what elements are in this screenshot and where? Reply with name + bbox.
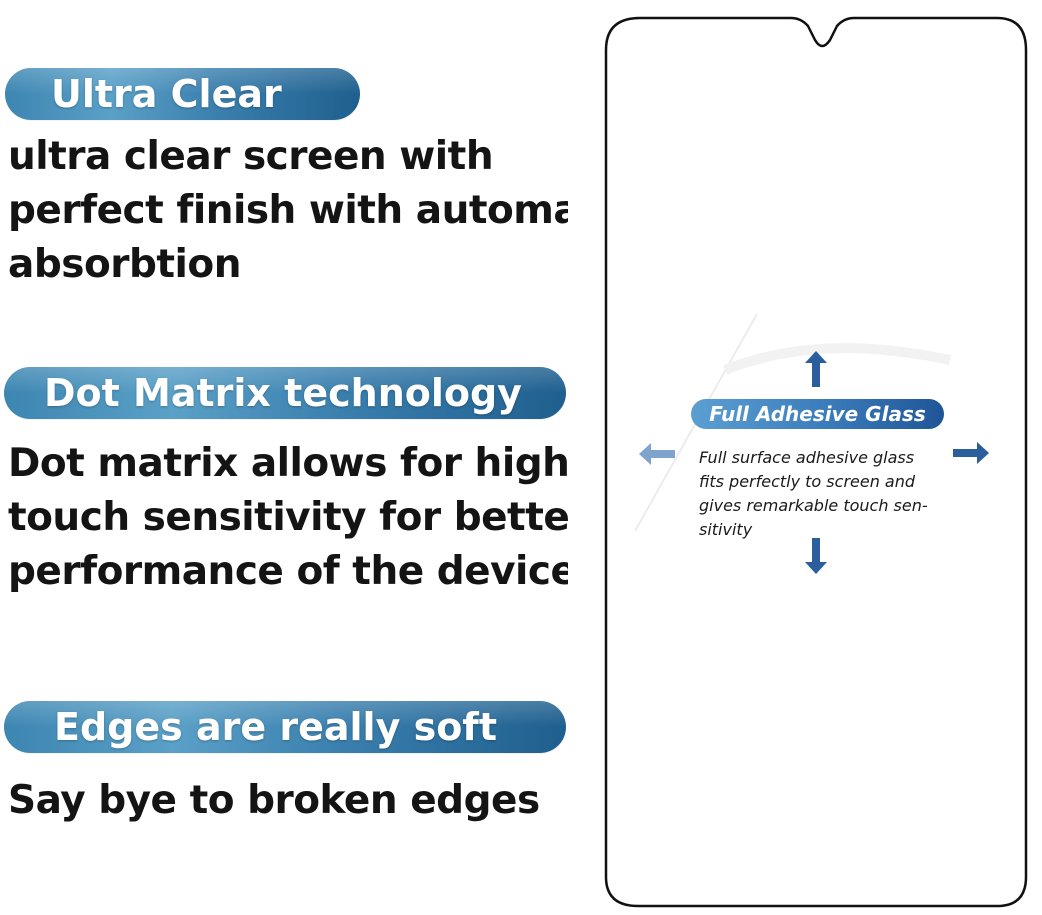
- adhesive-description: Full surface adhesive glass fits perfect…: [699, 446, 969, 542]
- description-line: fits perfectly to screen and: [699, 472, 916, 491]
- description-line: ultra clear screen with: [8, 134, 494, 179]
- arrow-left-icon: [639, 443, 675, 465]
- badge-label: Full Adhesive Glass: [709, 402, 926, 426]
- feature-title: Edges are really soft: [54, 705, 497, 749]
- feature-description: Say bye to broken edges: [8, 774, 540, 828]
- phone-body-outline: [604, 16, 1028, 908]
- description-line: gives remarkable touch sen-: [699, 496, 928, 515]
- arrow-right-icon: [953, 442, 989, 464]
- feature-description: ultra clear screen with perfect finish w…: [8, 130, 568, 292]
- description-line: sitivity: [699, 520, 753, 539]
- description-line: perfect finish with automatic: [8, 188, 568, 233]
- full-adhesive-glass-badge: Full Adhesive Glass: [691, 399, 944, 429]
- glass-reflection: [723, 343, 952, 375]
- description-line: Dot matrix allows for high: [8, 441, 568, 486]
- description-line: touch sensitivity for better: [8, 495, 568, 540]
- description-line: performance of the device: [8, 549, 568, 594]
- feature-title: Dot Matrix technology: [44, 371, 522, 415]
- feature-description: Dot matrix allows for high touch sensiti…: [8, 437, 568, 599]
- arrow-down-icon: [805, 538, 827, 574]
- description-line: Full surface adhesive glass: [699, 448, 915, 467]
- description-line: absorbtion: [8, 242, 241, 287]
- arrow-up-icon: [805, 351, 827, 387]
- feature-title: Ultra Clear: [51, 72, 282, 116]
- description-line: Say bye to broken edges: [8, 778, 540, 823]
